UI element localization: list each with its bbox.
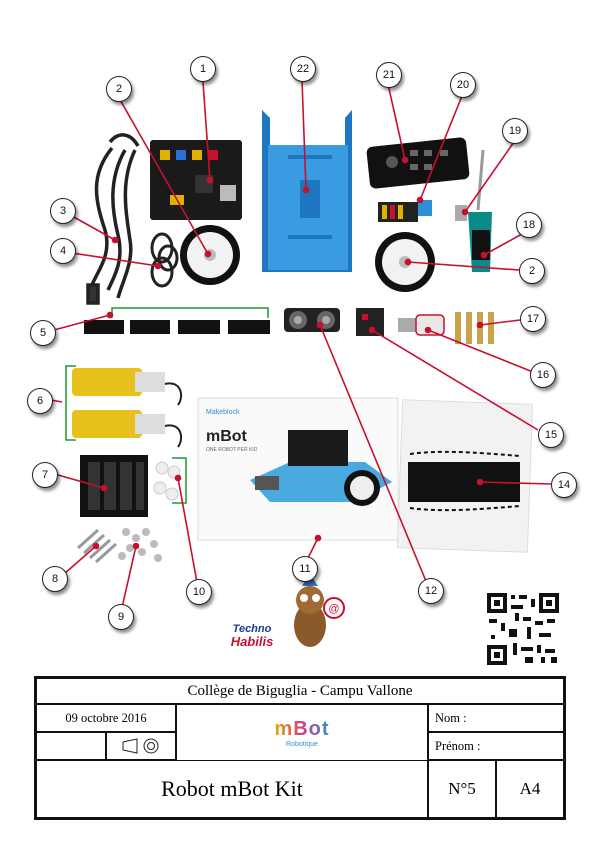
mbot-logo-cell: mBot Robotique [176, 704, 428, 760]
techno-habilis-mascot: @ [294, 574, 345, 647]
screws [76, 528, 118, 564]
first-angle-projection-icon [122, 738, 159, 754]
callout-7: 7 [32, 462, 58, 488]
line-follower-map [396, 399, 534, 553]
blank-field [36, 732, 106, 760]
callout-21: 21 [376, 62, 402, 88]
callout-11: 11 [292, 556, 318, 582]
usb-dongle [398, 314, 445, 336]
callout-leaders [50, 79, 552, 613]
box-brand: Makeblock [206, 409, 240, 416]
callout-9: 9 [108, 604, 134, 630]
callout-6: 6 [27, 388, 53, 414]
kit-illustration: Makeblock mBot ONE ROBOT PER KID [27, 56, 577, 665]
document-title: Robot mBot Kit [36, 760, 428, 818]
callout-16: 16 [530, 362, 556, 388]
sheet-number: N°5 [428, 760, 496, 818]
callout-20: 20 [450, 72, 476, 98]
box-tagline: ONE ROBOT PER KID [206, 447, 258, 453]
mbot-logo-text: mBot [274, 717, 330, 740]
callout-17: 17 [520, 306, 546, 332]
callout-5: 5 [30, 320, 56, 346]
box-product: mBot [206, 428, 248, 445]
callout-3: 3 [50, 198, 76, 224]
wireless-module [378, 200, 432, 222]
brass-standoffs [455, 312, 494, 344]
dc-motors [72, 368, 183, 448]
callout-15: 15 [538, 422, 564, 448]
callout-4: 4 [50, 238, 76, 264]
mbot-logo: mBot Robotique [274, 718, 329, 748]
rubber-feet [153, 461, 181, 501]
school-name: Collège de Biguglia - Campu Vallone [36, 678, 564, 704]
callout-22: 22 [290, 56, 316, 82]
callout-10: 10 [186, 579, 212, 605]
nuts-and-bolts [118, 528, 162, 562]
callout-1: 1 [190, 56, 216, 82]
callout-19: 19 [502, 118, 528, 144]
projection-symbol [106, 732, 176, 760]
date-field: 09 octobre 2016 [36, 704, 176, 732]
kit-parts-drawing: Makeblock mBot ONE ROBOT PER KID [50, 79, 559, 665]
aluminium-chassis [262, 110, 352, 272]
callout-2b: 2 [519, 258, 545, 284]
techno-habilis-logo: Techno Habilis [222, 624, 282, 649]
logo-line-1: Techno [232, 623, 272, 635]
screwdriver [468, 149, 492, 272]
callout-8: 8 [42, 566, 68, 592]
mcore-board [150, 140, 242, 220]
ir-remote [366, 137, 470, 189]
mbot-box: Makeblock mBot ONE ROBOT PER KID [197, 397, 399, 541]
paper-format: A4 [496, 760, 564, 818]
callout-18: 18 [516, 212, 542, 238]
qr-code [487, 593, 559, 665]
ultrasonic-sensor [284, 308, 340, 332]
callout-12: 12 [418, 578, 444, 604]
title-block: Collège de Biguglia - Campu Vallone 09 o… [34, 676, 566, 820]
mbot-logo-subtitle: Robotique [286, 740, 318, 748]
rj25-cable [150, 232, 179, 288]
callout-14: 14 [551, 472, 577, 498]
callout-2: 2 [106, 76, 132, 102]
svg-text:@: @ [328, 603, 339, 615]
usb-cable [86, 133, 140, 305]
firstname-field[interactable]: Prénom : [428, 732, 564, 760]
battery-holder [80, 455, 148, 517]
name-field[interactable]: Nom : [428, 704, 564, 732]
logo-line-2: Habilis [230, 634, 274, 649]
velcro-strips [84, 320, 270, 334]
